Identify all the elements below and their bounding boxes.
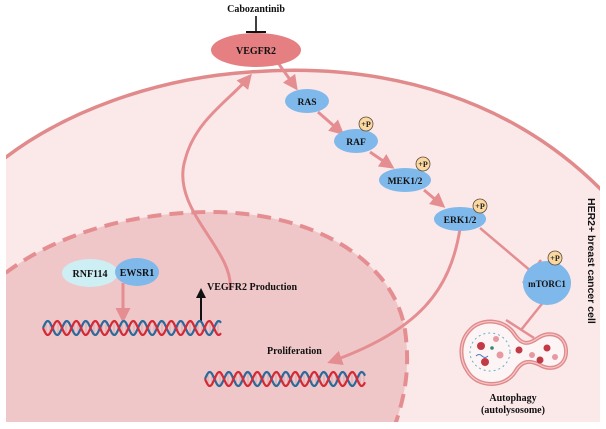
edge-production-vegfr2: [181, 73, 252, 291]
mek-label: MEK1/2: [388, 177, 423, 187]
edge-mek-erk: [423, 188, 446, 208]
node-raf: RAF +P: [334, 116, 378, 153]
dna-helix-proliferation: [203, 370, 366, 388]
node-mtorc1: mTORC1 +P: [523, 250, 571, 305]
raf-label: RAF: [346, 138, 366, 148]
dna-strand-blue: [41, 319, 222, 337]
svg-text:+P: +P: [418, 160, 428, 169]
svg-text:+P: +P: [361, 120, 371, 129]
phospho-badge-raf: +P: [358, 116, 374, 132]
phospho-badge-mtorc1: +P: [547, 250, 563, 266]
node-erk: ERK1/2 +P: [434, 198, 488, 231]
edge-erk-proliferation: [327, 228, 462, 366]
edge-raf-mek: [369, 150, 395, 169]
phospho-badge-erk: +P: [472, 198, 488, 214]
edge-mtorc1-autophagy: [520, 299, 546, 331]
phospho-badge-mek: +P: [415, 156, 431, 172]
vegfr2-label: VEGFR2: [236, 46, 276, 57]
edge-mtorc1-autophagy-bar: [505, 318, 535, 340]
cell-label: HER2+ breast cancer cell: [585, 198, 597, 324]
node-ras: RAS: [285, 89, 329, 113]
edge-erk-mtorc1: [479, 227, 533, 273]
ewsr1-label: EWSR1: [120, 268, 154, 279]
edge-vegfr2-ras: [274, 59, 298, 91]
svg-text:+P: +P: [550, 254, 560, 263]
rnf114-label: RNF114: [73, 269, 108, 280]
dna-strand-red: [41, 319, 222, 337]
autophagy-label: Autophagy: [489, 393, 536, 404]
mtorc1-label: mTORC1: [528, 279, 566, 289]
svg-text:+P: +P: [475, 202, 485, 211]
autolysosome-icon: [459, 319, 568, 386]
ras-label: RAS: [297, 98, 316, 108]
node-mek: MEK1/2 +P: [379, 156, 431, 192]
node-ewsr1: EWSR1: [115, 258, 159, 286]
dna-strand-red: [203, 370, 366, 388]
production-label: VEGFR2 Production: [207, 282, 298, 293]
autolysosome-label: (autolysosome): [481, 405, 545, 416]
dna-helix-nucleus: [41, 319, 222, 337]
drug-label: Cabozantinib: [227, 4, 285, 15]
node-rnf114: RNF114: [62, 259, 118, 287]
node-vegfr2: VEGFR2: [211, 33, 301, 67]
erk-label: ERK1/2: [444, 216, 477, 226]
proliferation-label: Proliferation: [267, 346, 322, 357]
edge-ras-raf: [317, 110, 345, 135]
